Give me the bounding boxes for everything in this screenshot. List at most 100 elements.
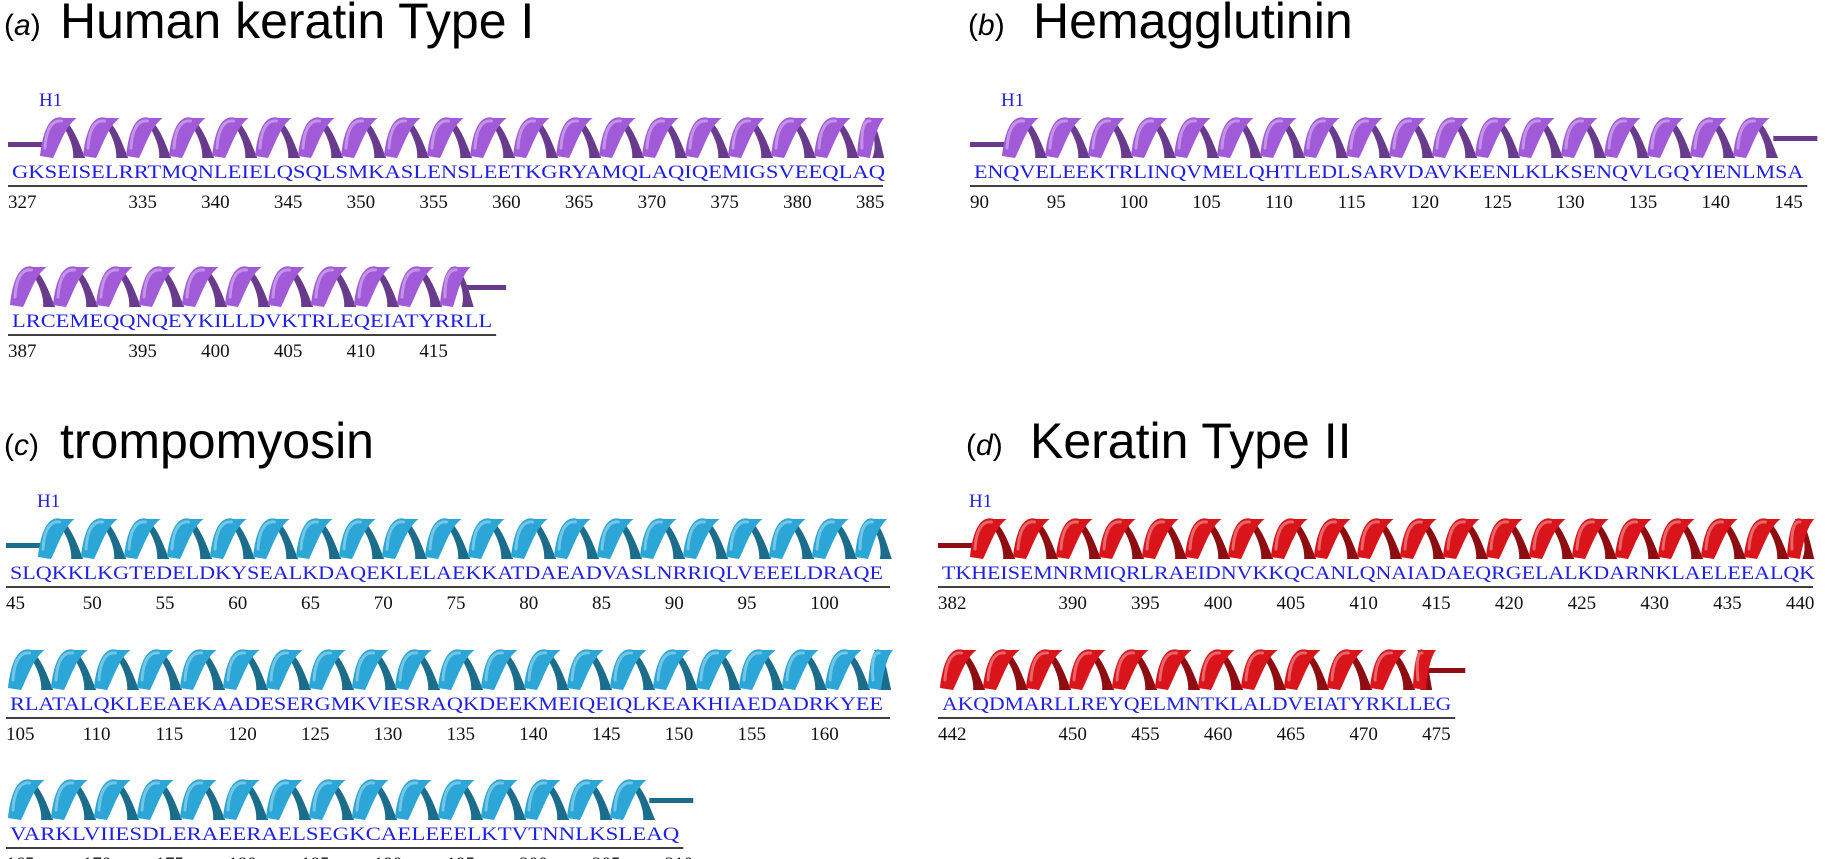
helix-turn-back — [195, 650, 226, 690]
helix-turn-back — [1705, 118, 1736, 158]
residue-tick-label: 335 — [128, 192, 157, 213]
residue-tick-label: 415 — [419, 341, 448, 362]
helix-highlight — [602, 119, 622, 150]
helix-highlight — [1188, 520, 1208, 551]
residue-tick-label: 90 — [665, 593, 684, 614]
helix-turn-back — [840, 650, 871, 690]
helix-turn-back — [655, 519, 686, 559]
helix-highlight — [11, 651, 31, 682]
helix-turn-back — [1716, 519, 1747, 559]
helix-highlight — [1618, 520, 1638, 551]
helix-turn-back — [1256, 650, 1287, 690]
helix-turn-back — [238, 780, 269, 820]
helix-turn-back — [1232, 118, 1263, 158]
helix-turn-back — [539, 780, 570, 820]
helix-turn-back — [1017, 118, 1048, 158]
helix-turn-back — [998, 650, 1029, 690]
sequence-text: VARKLVIIESDLERAEERAELSEGKCAELEEELKTVTNNL… — [10, 824, 680, 845]
residue-tick-label: 55 — [156, 593, 175, 614]
helix-highlight — [731, 119, 751, 150]
helix-turn-back — [668, 650, 699, 690]
helix-highlight — [43, 119, 63, 150]
helix-turn-back — [657, 118, 688, 158]
helix-turn-back — [1318, 118, 1349, 158]
helix-highlight — [54, 651, 74, 682]
helix-turn-back — [1329, 519, 1360, 559]
helix-turn-back — [1544, 519, 1575, 559]
helix-highlight — [213, 520, 233, 551]
residue-tick-label: 180 — [228, 854, 257, 859]
helix-turn-back — [369, 267, 400, 307]
helix-highlight — [385, 520, 405, 551]
helix-turn-back — [539, 650, 570, 690]
panel-a-row-1: H1GKSEISELRRTMQNLEIELQSQLSMKASLENSLEETKG… — [8, 90, 885, 213]
helix-highlight — [699, 651, 719, 682]
residue-tick-label: 70 — [374, 593, 393, 614]
helix-highlight — [54, 781, 74, 812]
residue-tick-label: 80 — [519, 593, 538, 614]
helix-label: H1 — [37, 491, 60, 512]
coil-tail — [1773, 136, 1818, 141]
residue-tick-label: 355 — [419, 192, 448, 213]
residue-tick-label: 105 — [6, 724, 35, 745]
helix-ribbon — [938, 518, 1815, 559]
helix-highlight — [97, 651, 117, 682]
helix-highlight — [1521, 119, 1541, 150]
helix-turn-back — [55, 118, 86, 158]
helix-turn-back — [496, 780, 527, 820]
helix-highlight — [986, 651, 1006, 682]
panel-c-row-1: H1SLQKKLKGTEDELDKYSEALKDAQEKLELAEKKATDAE… — [6, 491, 892, 614]
residue-tick-label: 442 — [938, 724, 967, 745]
helix-highlight — [1102, 520, 1122, 551]
helix-turn-back — [1157, 519, 1188, 559]
helix-highlight — [871, 651, 881, 682]
helix-turn-back — [1170, 650, 1201, 690]
residue-tick-label: 385 — [856, 192, 885, 213]
helix-highlight — [600, 520, 620, 551]
helix-highlight — [1274, 520, 1294, 551]
helix-highlight — [1790, 520, 1802, 551]
residue-tick-label: 405 — [1277, 593, 1306, 614]
helix-turn-back — [1275, 118, 1306, 158]
helix-turn-back — [1587, 519, 1618, 559]
helix-highlight — [1145, 520, 1165, 551]
sequence-text: LRCEMEQQNQEYKILLDVKTRLEQEIATYRRLL — [12, 311, 492, 332]
helix-highlight — [172, 119, 192, 150]
helix-turn-back — [23, 780, 54, 820]
helix-highlight — [299, 520, 319, 551]
helix-ribbon — [940, 649, 1466, 690]
helix-turn-back — [526, 519, 557, 559]
helix-turn-back — [582, 780, 613, 820]
residue-tick-label: 145 — [1774, 192, 1803, 213]
residue-tick-label: 120 — [1411, 192, 1440, 213]
residue-tick-label: 450 — [1058, 724, 1087, 745]
helix-highlight — [858, 520, 874, 551]
helix-highlight — [656, 651, 676, 682]
helix-turn-back — [711, 650, 742, 690]
helix-highlight — [226, 781, 246, 812]
helix-highlight — [570, 651, 590, 682]
helix-ribbon — [6, 518, 892, 559]
helix-highlight — [1048, 119, 1068, 150]
residue-tick-label: 455 — [1131, 724, 1160, 745]
panel-a-title: Human keratin Type I — [60, 0, 534, 49]
helix-turn-back — [786, 118, 817, 158]
helix-highlight — [484, 781, 504, 812]
helix-highlight — [1360, 520, 1380, 551]
helix-highlight — [1478, 119, 1498, 150]
helix-turn-back — [68, 267, 99, 307]
sequence-text: GKSEISELRRTMQNLEIELQSQLSMKASLENSLEETKGRY… — [12, 162, 885, 183]
residue-tick-label: 425 — [1568, 593, 1597, 614]
helix-turn-back — [1028, 519, 1059, 559]
helix-highlight — [613, 651, 633, 682]
helix-highlight — [1564, 119, 1584, 150]
helix-turn-back — [754, 650, 785, 690]
helix-highlight — [484, 651, 504, 682]
helix-highlight — [142, 268, 162, 299]
helix-highlight — [271, 268, 291, 299]
residue-tick-label: 382 — [938, 593, 967, 614]
helix-turn-back — [324, 780, 355, 820]
helix-turn-back — [98, 118, 129, 158]
helix-highlight — [84, 520, 104, 551]
